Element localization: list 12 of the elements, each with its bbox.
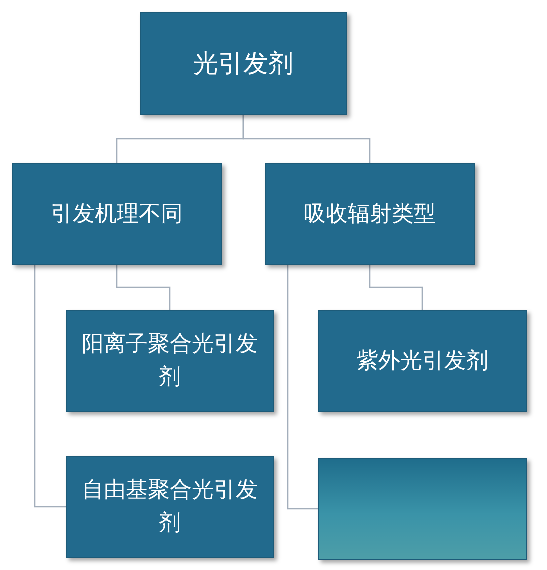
connector-line xyxy=(287,265,318,510)
category-box: 紫外光引发剂 xyxy=(318,310,527,412)
connector-line xyxy=(34,265,66,508)
category-box: 引发机理不同 xyxy=(12,163,222,265)
category-box: 吸收辐射类型 xyxy=(265,163,475,265)
category-box: 自由基聚合光引发剂 xyxy=(66,456,274,558)
connector-line xyxy=(369,265,424,310)
connector-line xyxy=(242,115,371,163)
blurred-box xyxy=(318,458,527,560)
root-box: 光引发剂 xyxy=(140,12,347,115)
connector-line xyxy=(116,265,171,310)
category-box: 阳离子聚合光引发剂 xyxy=(66,310,274,412)
